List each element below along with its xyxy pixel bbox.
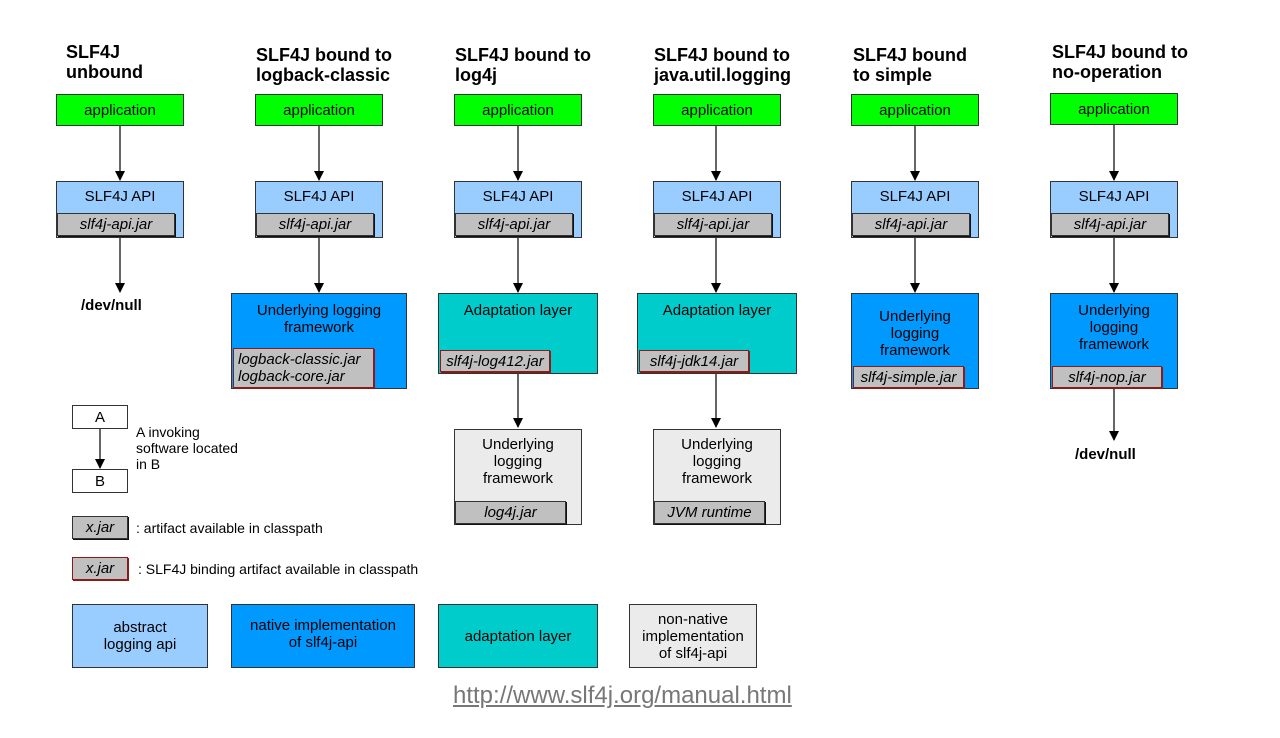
nop-framework-box: Underlying logging framework slf4j-nop.j… bbox=[1050, 293, 1178, 389]
legend-box-b: B bbox=[72, 469, 128, 493]
native-framework-box-2: Underlying logging framework logback-cla… bbox=[231, 293, 407, 389]
adaptation-layer-box-3: Adaptation layer slf4j-log412.jar bbox=[438, 293, 598, 374]
legend-adaptation-layer: adaptation layer bbox=[438, 604, 598, 668]
legend-box-a: A bbox=[72, 405, 128, 429]
slf4j-nop-jar: slf4j-nop.jar bbox=[1052, 366, 1162, 388]
slf4j-api-label: SLF4J API bbox=[879, 188, 951, 205]
legend-binding-text: : SLF4J binding artifact available in cl… bbox=[138, 561, 419, 577]
dev-null-6: /dev/null bbox=[1075, 446, 1136, 463]
title-nop: SLF4J bound to no-operation bbox=[1052, 42, 1188, 82]
application-box-1: application bbox=[56, 94, 184, 126]
slf4j-api-box-5: SLF4J API slf4j-api.jar bbox=[851, 181, 979, 238]
legend-artifact-jar: x.jar bbox=[72, 516, 128, 539]
log4j-framework-box: Underlying logging framework log4j.jar bbox=[454, 429, 582, 525]
framework-label: Underlying logging framework bbox=[681, 436, 753, 487]
adaptation-label: Adaptation layer bbox=[662, 302, 772, 319]
legend-nonnative-impl: non-native implementation of slf4j-api bbox=[629, 604, 757, 668]
application-box-4: application bbox=[653, 94, 781, 126]
framework-label: Underlying logging framework bbox=[256, 302, 382, 336]
api-jar-6: slf4j-api.jar bbox=[1051, 213, 1169, 236]
title-unbound: SLF4J unbound bbox=[66, 42, 143, 82]
logback-jar: logback-classic.jar logback-core.jar bbox=[233, 348, 374, 388]
slf4j-api-box-2: SLF4J API slf4j-api.jar bbox=[255, 181, 383, 238]
api-jar-3: slf4j-api.jar bbox=[455, 213, 573, 236]
api-jar-5: slf4j-api.jar bbox=[852, 213, 970, 236]
api-jar-1: slf4j-api.jar bbox=[57, 213, 175, 236]
jvm-framework-box: Underlying logging framework JVM runtime bbox=[653, 429, 781, 525]
api-jar-2: slf4j-api.jar bbox=[256, 213, 374, 236]
title-logback: SLF4J bound to logback-classic bbox=[256, 45, 392, 85]
slf4j-api-label: SLF4J API bbox=[1078, 188, 1150, 205]
legend-artifact-text: : artifact available in classpath bbox=[136, 520, 323, 536]
adaptation-layer-box-4: Adaptation layer slf4j-jdk14.jar bbox=[637, 293, 797, 374]
adaptation-label: Adaptation layer bbox=[463, 302, 573, 319]
legend-invoke-text: A invoking software located in B bbox=[136, 424, 238, 472]
slf4j-api-box-1: SLF4J API slf4j-api.jar bbox=[56, 181, 184, 238]
framework-label: Underlying logging framework bbox=[1078, 302, 1150, 353]
framework-label: Underlying logging framework bbox=[879, 308, 951, 359]
application-label: application bbox=[84, 101, 156, 119]
application-label: application bbox=[482, 101, 554, 119]
title-jul: SLF4J bound to java.util.logging bbox=[654, 45, 792, 85]
title-log4j: SLF4J bound to log4j bbox=[455, 45, 591, 85]
slf4j-jdk14-jar: slf4j-jdk14.jar bbox=[639, 350, 749, 372]
legend-binding-jar: x.jar bbox=[72, 557, 128, 580]
title-simple: SLF4J bound to simple bbox=[853, 45, 967, 85]
slf4j-api-label: SLF4J API bbox=[283, 188, 355, 205]
jvm-runtime-jar: JVM runtime bbox=[654, 501, 765, 524]
legend-abstract-api: abstract logging api bbox=[72, 604, 208, 668]
application-label: application bbox=[283, 101, 355, 119]
slf4j-api-label: SLF4J API bbox=[482, 188, 554, 205]
api-jar-4: slf4j-api.jar bbox=[654, 213, 772, 236]
log4j-jar: log4j.jar bbox=[455, 501, 566, 524]
manual-url-link[interactable]: http://www.slf4j.org/manual.html bbox=[453, 682, 792, 709]
application-label: application bbox=[879, 101, 951, 119]
slf4j-api-label: SLF4J API bbox=[681, 188, 753, 205]
slf4j-api-label: SLF4J API bbox=[84, 188, 156, 205]
legend-native-impl: native implementation of slf4j-api bbox=[231, 604, 415, 668]
dev-null-1: /dev/null bbox=[81, 297, 142, 314]
slf4j-simple-jar: slf4j-simple.jar bbox=[853, 366, 964, 388]
application-box-5: application bbox=[851, 94, 979, 126]
application-box-6: application bbox=[1050, 93, 1178, 125]
slf4j-api-box-4: SLF4J API slf4j-api.jar bbox=[653, 181, 781, 238]
application-box-2: application bbox=[255, 94, 383, 126]
framework-label: Underlying logging framework bbox=[482, 436, 554, 487]
slf4j-api-box-6: SLF4J API slf4j-api.jar bbox=[1050, 181, 1178, 238]
simple-framework-box: Underlying logging framework slf4j-simpl… bbox=[851, 293, 979, 389]
slf4j-log412-jar: slf4j-log412.jar bbox=[440, 350, 550, 372]
application-label: application bbox=[681, 101, 753, 119]
application-box-3: application bbox=[454, 94, 582, 126]
slf4j-api-box-3: SLF4J API slf4j-api.jar bbox=[454, 181, 582, 238]
application-label: application bbox=[1078, 100, 1150, 118]
